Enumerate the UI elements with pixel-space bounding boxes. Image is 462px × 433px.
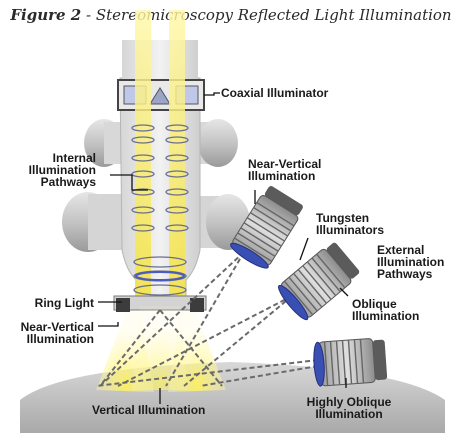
label-ring-light: Ring Light <box>34 296 94 310</box>
figure-number: Figure 2 <box>10 6 82 24</box>
label-near-vertical-illumination-left: Near-Vertical Illumination <box>20 320 94 346</box>
label-internal-illumination-pathways: Internal Illumination Pathways <box>28 151 96 189</box>
label-external-illumination-pathways: External Illumination Pathways <box>377 243 445 281</box>
tungsten-lamp-oblique <box>278 242 360 321</box>
label-coaxial-illuminator: Coaxial Illuminator <box>221 86 329 100</box>
internal-beam-left <box>135 10 151 310</box>
focus-knob-left-lower <box>62 192 124 252</box>
objective-lens-blue <box>135 271 185 281</box>
coaxial-illuminator <box>117 79 205 111</box>
tungsten-lamp-highly-oblique <box>313 338 388 387</box>
optical-elements <box>131 124 189 296</box>
label-near-vertical-illumination-upper: Near-Vertical Illumination <box>248 157 322 183</box>
leader-lines <box>98 92 349 404</box>
label-oblique-illumination: Oblique Illumination <box>352 297 420 323</box>
external-illumination-pathways <box>95 251 319 387</box>
figure-title-separator: - <box>81 6 96 24</box>
microscope-top-tube <box>122 40 198 82</box>
internal-beam-right <box>169 10 185 310</box>
label-highly-oblique-illumination: Highly Oblique Illumination <box>306 395 392 421</box>
label-tungsten-illuminators: Tungsten Illuminators <box>316 211 385 237</box>
tungsten-lamp-near-vertical <box>230 186 303 269</box>
label-vertical-illumination: Vertical Illumination <box>92 403 206 417</box>
focus-knob-right-upper <box>196 119 238 167</box>
